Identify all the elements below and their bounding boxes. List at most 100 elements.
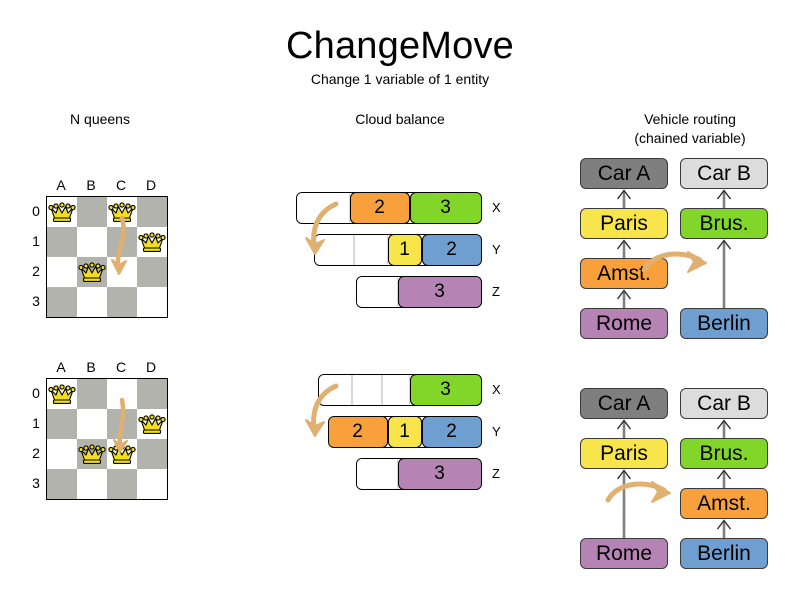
chess-cell-A2[interactable] [47,257,77,287]
cloud-process-block[interactable]: 3 [409,375,481,405]
cloud-empty-slot [315,235,354,265]
vrp-node-car-a[interactable]: Car A [580,388,668,419]
cloud-empty-slot [357,459,398,489]
vrp-node-berlin[interactable]: Berlin [680,308,768,339]
chess-cell-C1[interactable] [107,227,137,257]
chess-cell-D3[interactable] [137,469,167,499]
page-subtitle: Change 1 variable of 1 entity [310,71,490,87]
cloud-process-block[interactable]: 2 [329,417,388,447]
chess-cell-D2[interactable] [137,439,167,469]
cloud-empty-slot [319,375,352,405]
chess-cell-A1[interactable] [47,227,77,257]
cloud-process-block[interactable]: 1 [387,417,422,447]
chess-cell-A0[interactable] [47,379,77,409]
chess-cell-D3[interactable] [137,287,167,317]
vrp-node-car-b[interactable]: Car B [680,158,768,189]
chess-cell-C3[interactable] [107,469,137,499]
vrp-node-paris[interactable]: Paris [580,208,668,239]
chess-cell-D2[interactable] [137,257,167,287]
section-header-nqueens: N queens [70,111,130,127]
cloud-computer-label-X: X [492,382,501,397]
vrp-node-amst[interactable]: Amst. [680,488,768,519]
chess-cell-A0[interactable] [47,197,77,227]
cloud-process-block[interactable]: 2 [421,417,481,447]
vrp-node-brus[interactable]: Brus. [680,438,768,469]
board-column-label-A: A [56,177,66,193]
vrp-node-car-a[interactable]: Car A [580,158,668,189]
board-row-label-0: 0 [32,385,40,401]
vrp-node-paris[interactable]: Paris [580,438,668,469]
cloud-computer-label-Z: Z [492,284,500,299]
cloud-computer-label-X: X [492,200,501,215]
chess-cell-B0[interactable] [77,379,107,409]
chess-cell-A1[interactable] [47,409,77,439]
chess-cell-B0[interactable] [77,197,107,227]
cloud-computer-capacity-bar: 3 [356,276,482,308]
chess-cell-B3[interactable] [77,469,107,499]
cloud-process-block[interactable]: 1 [387,235,422,265]
chess-cell-C0[interactable] [107,197,137,227]
chess-cell-B1[interactable] [77,227,107,257]
vrp-node-amst[interactable]: Amst. [580,258,668,289]
chain-link-arrow-icon [614,469,634,543]
chess-cell-C3[interactable] [107,287,137,317]
cloud-computer-label-Y: Y [492,242,501,257]
chess-cell-A3[interactable] [47,469,77,499]
vrp-node-rome[interactable]: Rome [580,538,668,569]
cloud-empty-slot [381,375,410,405]
board-column-labels: A B C D [46,176,166,196]
chess-cell-C2[interactable] [107,257,137,287]
board-column-label-D: D [145,177,157,193]
chess-cell-A3[interactable] [47,287,77,317]
chess-grid [46,378,168,500]
board-row-label-3: 3 [32,475,40,491]
chess-cell-B2[interactable] [77,257,107,287]
cloud-process-block[interactable]: 2 [421,235,481,265]
chess-cell-C1[interactable] [107,409,137,439]
chess-cell-C2[interactable] [107,439,137,469]
board-row-label-3: 3 [32,293,40,309]
board-column-label-B: B [86,359,96,375]
section-header-vehicle-routing: Vehicle routing (chained variable) [600,110,780,148]
chess-cell-D0[interactable] [137,197,167,227]
cloud-process-block[interactable]: 2 [349,193,410,223]
vehicle-header-line1: Vehicle routing [644,111,736,127]
chess-cell-B3[interactable] [77,287,107,317]
board-column-label-C: C [115,177,127,193]
cloud-computer-capacity-bar: 3 [318,374,482,406]
cloud-computer-row-Z: 3 [356,458,482,490]
board-column-label-B: B [86,177,96,193]
chess-cell-D1[interactable] [137,409,167,439]
cloud-process-block[interactable]: 3 [409,193,481,223]
vrp-move-arrow-icon [602,476,682,517]
board-column-label-C: C [115,359,127,375]
vrp-node-car-b[interactable]: Car B [680,388,768,419]
cloud-process-block[interactable]: 3 [397,459,481,489]
cloud-process-block[interactable]: 3 [397,277,481,307]
vrp-node-rome[interactable]: Rome [580,308,668,339]
chess-cell-A2[interactable] [47,439,77,469]
cloud-empty-slot [357,277,398,307]
chess-cell-D0[interactable] [137,379,167,409]
board-row-label-1: 1 [32,233,40,249]
chess-cell-B2[interactable] [77,439,107,469]
cloud-empty-slot [297,193,350,223]
chess-cell-B1[interactable] [77,409,107,439]
section-header-cloud-balance: Cloud balance [355,111,445,127]
vrp-node-berlin[interactable]: Berlin [680,538,768,569]
chess-cell-C0[interactable] [107,379,137,409]
board-column-label-A: A [56,359,66,375]
vehicle-header-line2: (chained variable) [634,130,746,146]
vrp-node-brus[interactable]: Brus. [680,208,768,239]
cloud-empty-slot [351,375,382,405]
cloud-computer-row-Z: 3 [356,276,482,308]
board-row-label-2: 2 [32,263,40,279]
chess-cell-D1[interactable] [137,227,167,257]
